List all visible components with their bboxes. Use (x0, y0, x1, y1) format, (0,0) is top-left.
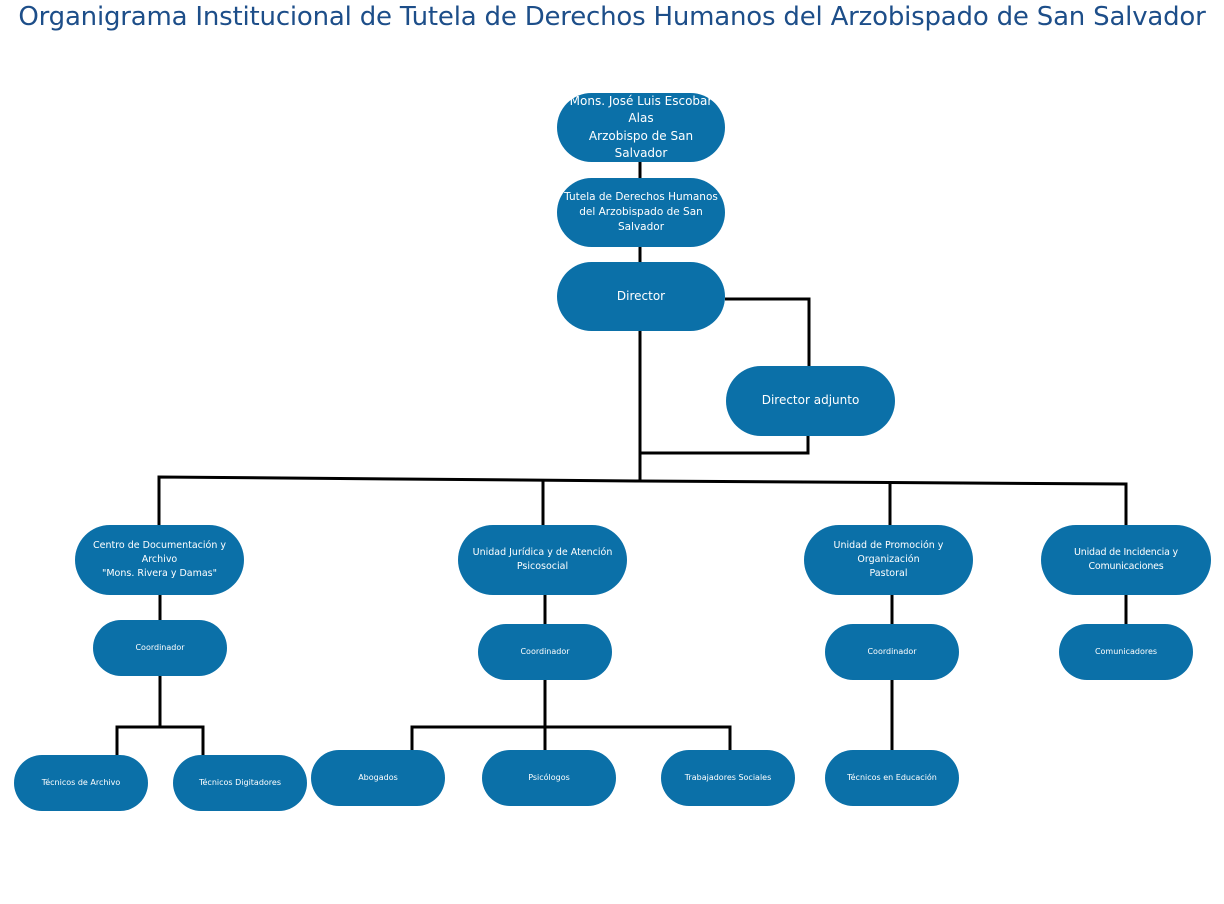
node-coordinador-documentacion: Coordinador (93, 620, 227, 676)
node-unidad-promocion: Unidad de Promoción y Organización Pasto… (804, 525, 973, 595)
node-coordinador-documentacion-label: Coordinador (135, 643, 185, 653)
node-psicologos-label: Psicólogos (528, 773, 570, 783)
connector-director-adjunto (725, 297, 811, 368)
node-unidad-juridica-line2: Psicosocial (516, 561, 569, 572)
connector-documentacion-bar (115, 725, 205, 757)
node-trabajadores-sociales-label: Trabajadores Sociales (684, 773, 772, 783)
node-tecnicos-archivo-label: Técnicos de Archivo (41, 778, 121, 788)
node-tecnicos-educacion-label: Técnicos en Educación (847, 773, 937, 783)
node-tecnicos-archivo: Técnicos de Archivo (14, 755, 148, 811)
node-trabajadores-sociales: Trabajadores Sociales (661, 750, 795, 806)
node-director-adjunto-label: Director adjunto (761, 393, 860, 408)
node-director: Director (557, 262, 725, 331)
node-comunicadores: Comunicadores (1059, 624, 1193, 680)
connector-main-bus (157, 475, 1128, 486)
node-comunicadores-label: Comunicadores (1094, 647, 1158, 657)
node-abogados: Abogados (311, 750, 445, 806)
page-title: Organigrama Institucional de Tutela de D… (18, 2, 1206, 32)
node-tutela: Tutela de Derechos Humanos del Arzobispa… (557, 178, 725, 247)
node-abogados-label: Abogados (358, 773, 398, 783)
node-tecnicos-digitadores-label: Técnicos Digitadores (198, 778, 282, 788)
node-arzobispo: Mons. José Luis Escobar Alas Arzobispo d… (557, 93, 725, 162)
node-unidad-incidencia: Unidad de Incidencia y Comunicaciones (1041, 525, 1211, 595)
node-tutela-line2: del Arzobispado de San Salvador (579, 205, 703, 234)
node-tutela-line1: Tutela de Derechos Humanos (564, 190, 718, 203)
node-director-adjunto: Director adjunto (726, 366, 895, 436)
node-arzobispo-role: Arzobispo de San Salvador (588, 128, 694, 160)
node-unidad-promocion-line1: Unidad de Promoción y Organización (833, 540, 944, 566)
node-centro-documentacion: Centro de Documentación y Archivo "Mons.… (75, 525, 244, 595)
node-coordinador-juridica: Coordinador (478, 624, 612, 680)
node-centro-documentacion-line1: Centro de Documentación y Archivo (92, 540, 227, 566)
node-tecnicos-educacion: Técnicos en Educación (825, 750, 959, 806)
node-tecnicos-digitadores: Técnicos Digitadores (173, 755, 307, 811)
connector-adjunto-return (640, 434, 810, 455)
node-coordinador-juridica-label: Coordinador (520, 647, 570, 657)
node-centro-documentacion-line2: "Mons. Rivera y Damas" (101, 567, 218, 579)
node-director-label: Director (616, 288, 666, 303)
node-psicologos: Psicólogos (482, 750, 616, 806)
node-unidad-juridica: Unidad Jurídica y de Atención Psicosocia… (458, 525, 627, 595)
node-coordinador-promocion: Coordinador (825, 624, 959, 680)
node-arzobispo-name: Mons. José Luis Escobar Alas (569, 93, 713, 126)
node-unidad-promocion-line2: Pastoral (869, 567, 908, 579)
node-unidad-incidencia-label: Unidad de Incidencia y Comunicaciones (1074, 547, 1178, 572)
node-coordinador-promocion-label: Coordinador (867, 647, 917, 657)
node-unidad-juridica-line1: Unidad Jurídica y de Atención (472, 547, 613, 559)
connector-juridica-bar (410, 725, 732, 752)
